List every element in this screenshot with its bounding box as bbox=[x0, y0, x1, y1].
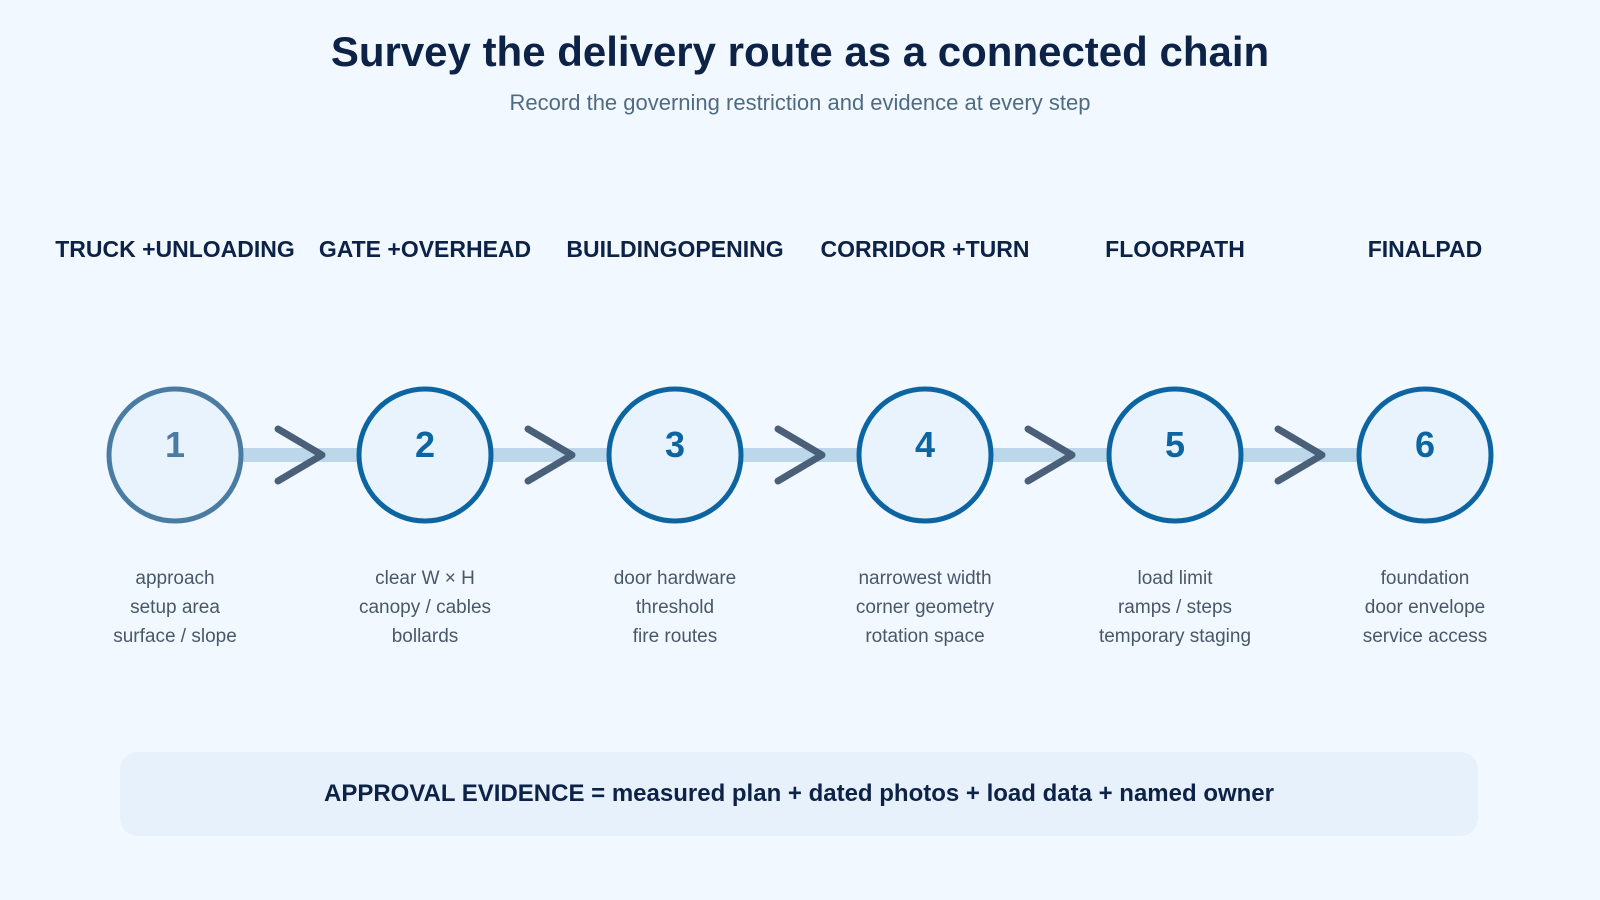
stage-detail: clear W × H bbox=[375, 568, 475, 589]
stage-detail: fire routes bbox=[632, 626, 718, 647]
stage-detail: narrowest width bbox=[858, 568, 992, 589]
stage-detail: ramps / steps bbox=[1117, 597, 1233, 618]
stage-number-5: 5 bbox=[1164, 424, 1186, 465]
stage-details-2: clear W × H canopy / cables bollards bbox=[305, 564, 545, 651]
stage-detail: door envelope bbox=[1364, 597, 1486, 618]
stage-detail: corner geometry bbox=[855, 597, 995, 618]
stage-details-1: approach setup area surface / slope bbox=[55, 564, 295, 651]
stage-detail: surface / slope bbox=[113, 626, 237, 647]
chevron-right-icon bbox=[1024, 425, 1076, 485]
stage-details-6: foundation door envelope service access bbox=[1305, 564, 1545, 651]
page-subtitle: Record the governing restriction and evi… bbox=[509, 90, 1091, 115]
chevron-right-icon bbox=[274, 425, 326, 485]
stage-detail: load limit bbox=[1137, 568, 1213, 589]
stage-detail: foundation bbox=[1380, 568, 1470, 589]
stage-detail: temporary staging bbox=[1098, 626, 1252, 647]
stage-number-6: 6 bbox=[1414, 424, 1436, 465]
stage-detail: rotation space bbox=[865, 626, 985, 647]
stage-number-1: 1 bbox=[164, 424, 186, 465]
chevron-right-icon bbox=[1274, 425, 1326, 485]
stage-label-floor-path: FLOORPATH bbox=[1105, 236, 1245, 262]
approval-evidence-box: APPROVAL EVIDENCE = measured plan + date… bbox=[120, 752, 1478, 836]
stage-circles bbox=[106, 386, 1494, 524]
chevron-right-icon bbox=[524, 425, 576, 485]
stage-details-5: load limit ramps / steps temporary stagi… bbox=[1055, 564, 1295, 651]
stage-number-3: 3 bbox=[664, 424, 686, 465]
chevron-right-icon bbox=[774, 425, 826, 485]
stage-label-corridor-turn: CORRIDOR +TURN bbox=[820, 236, 1030, 262]
stage-label-final-pad: FINALPAD bbox=[1367, 236, 1483, 262]
approval-evidence-text: APPROVAL EVIDENCE = measured plan + date… bbox=[323, 780, 1274, 807]
stage-number-4: 4 bbox=[914, 424, 936, 465]
stage-number-2: 2 bbox=[414, 424, 436, 465]
stage-details-3: door hardware threshold fire routes bbox=[555, 564, 795, 651]
stage-label-truck-unloading: TRUCK +UNLOADING bbox=[55, 236, 295, 262]
stage-detail: canopy / cables bbox=[358, 597, 492, 618]
stage-detail: approach bbox=[135, 568, 215, 589]
connectors bbox=[175, 448, 1425, 462]
stage-details-4: narrowest width corner geometry rotation… bbox=[805, 564, 1045, 651]
stage-detail: setup area bbox=[130, 597, 220, 618]
stage-label-gate-overhead: GATE +OVERHEAD bbox=[318, 236, 532, 262]
stage-label-building-opening: BUILDINGOPENING bbox=[566, 236, 784, 262]
stage-detail: bollards bbox=[391, 626, 459, 647]
stage-detail: door hardware bbox=[613, 568, 737, 589]
page-title: Survey the delivery route as a connected… bbox=[330, 28, 1270, 75]
stage-detail: threshold bbox=[635, 597, 715, 618]
stage-detail: service access bbox=[1362, 626, 1488, 647]
